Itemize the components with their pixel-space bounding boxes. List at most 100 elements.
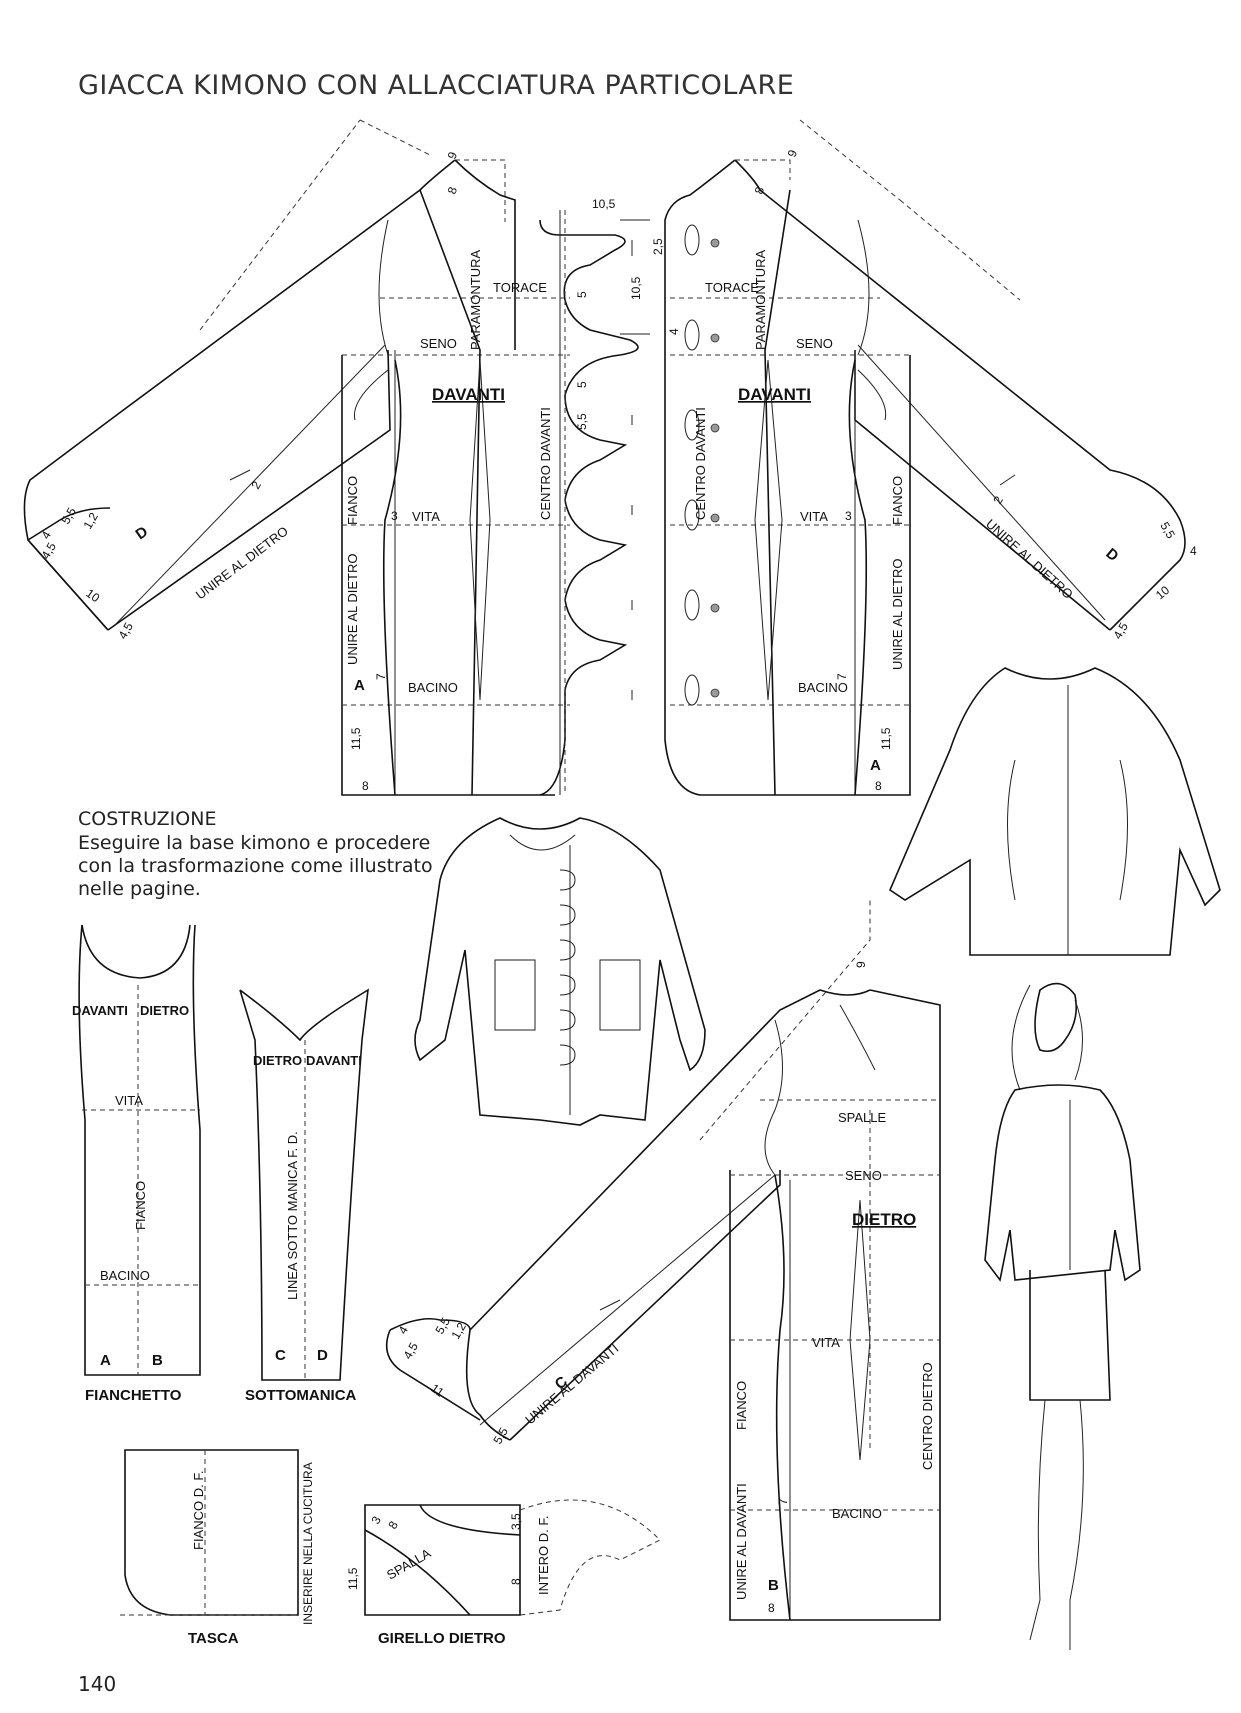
back-dietro: DIETRO [852, 1210, 916, 1229]
sottomanica-dietro: DIETRO [253, 1053, 302, 1068]
fr-s4: 4 [1190, 544, 1197, 558]
sottomanica-c: C [275, 1347, 286, 1364]
fr-torace: TORACE [705, 280, 759, 295]
fr-m9: 9 [785, 148, 801, 159]
girello-m3: 3 [368, 1513, 384, 1526]
fr-bacino: BACINO [798, 680, 848, 695]
sottomanica-davanti: DAVANTI [306, 1053, 362, 1068]
fianchetto-caption: FIANCHETTO [85, 1387, 182, 1404]
fr-davanti: DAVANTI [738, 385, 811, 404]
fl-m55: 5,5 [575, 413, 589, 430]
fianchetto-pattern [78, 924, 201, 1376]
girello-m8b: 8 [509, 1578, 523, 1585]
girello-m115: 11,5 [346, 1567, 360, 1590]
fr-m2: 2 [990, 493, 1006, 506]
back-s4: 4 [395, 1323, 411, 1336]
fl-s10: 10 [83, 586, 102, 605]
back-pattern [385, 900, 941, 1621]
fr-paramontura: PARAMONTURA [753, 250, 768, 350]
back-seno: SENO [845, 1168, 882, 1183]
fl-m5b: 5 [575, 381, 589, 388]
fr-s10: 10 [1153, 583, 1172, 603]
back-m9: 9 [854, 961, 868, 968]
front-left-pattern [23, 119, 650, 796]
tasca-pattern [120, 1449, 299, 1616]
back-unire-davanti: UNIRE AL DAVANTI [734, 1483, 749, 1600]
girello-m35: 3,5 [509, 1513, 523, 1530]
fr-m4: 4 [667, 328, 681, 335]
girello-pattern [364, 1499, 661, 1616]
girello-intero: INTERO D. F. [536, 1516, 551, 1595]
fl-m7: 7 [374, 673, 388, 680]
fl-paramontura: PARAMONTURA [468, 250, 483, 350]
fr-m115: 11,5 [879, 727, 893, 750]
jacket-back-illustration [889, 667, 1221, 956]
fr-vita: VITA [800, 509, 828, 524]
fl-vita: VITA [412, 509, 440, 524]
back-centro-dietro: CENTRO DIETRO [920, 1362, 935, 1470]
fl-seno: SENO [420, 336, 457, 351]
girello-m8: 8 [385, 1518, 401, 1531]
fianchetto-davanti: DAVANTI [72, 1003, 128, 1018]
fl-m3: 3 [391, 509, 398, 523]
fl-m105b: 10,5 [629, 276, 643, 300]
back-sleeve-join: UNIRE AL DAVANTI [522, 1341, 621, 1428]
fl-s4: 4 [38, 528, 54, 541]
back-m8: 8 [768, 1601, 775, 1615]
fl-m2: 2 [248, 478, 264, 491]
fl-sleeve-d: D [133, 523, 152, 543]
construction-heading: COSTRUZIONE [78, 808, 217, 830]
back-s55b: 5,5 [490, 1425, 511, 1447]
fr-m3: 3 [845, 509, 852, 523]
back-bacino: BACINO [832, 1506, 882, 1521]
sottomanica-caption: SOTTOMANICA [245, 1387, 357, 1404]
girello-caption: GIRELLO DIETRO [378, 1630, 506, 1647]
fianchetto-fianco: FIANCO [133, 1181, 148, 1230]
fianchetto-dietro: DIETRO [140, 1003, 189, 1018]
fl-m25: 2,5 [651, 238, 665, 255]
girello-spalla: SPALLA [384, 1545, 434, 1582]
tasca-inserire: INSERIRE NELLA CUCITURA [301, 1462, 315, 1625]
back-s45: 4,5 [400, 1340, 421, 1362]
fl-m8: 8 [445, 185, 461, 196]
back-spalle: SPALLE [838, 1110, 887, 1125]
back-fianco: FIANCO [734, 1381, 749, 1430]
back-letter-b: B [768, 1577, 779, 1594]
fl-davanti: DAVANTI [432, 385, 505, 404]
fr-m7: 7 [835, 673, 849, 680]
fr-m8b: 8 [875, 779, 882, 793]
construction-text: Eseguire la base kimono e procedere con … [78, 832, 433, 900]
fl-letter-a: A [354, 677, 365, 694]
jacket-front-illustration [414, 817, 706, 1126]
fl-fianco: FIANCO [345, 476, 360, 525]
fl-s45: 4,5 [38, 540, 59, 562]
fr-sleeve-d: D [1102, 545, 1121, 565]
fr-s45: 4,5 [1110, 620, 1131, 642]
sottomanica-linea: LINEA SOTTO MANICA F. D. [285, 1131, 300, 1300]
fl-m5a: 5 [575, 291, 589, 298]
tasca-fianco: FIANCO D. F. [191, 1471, 206, 1550]
fl-m8b: 8 [362, 779, 369, 793]
fr-seno: SENO [796, 336, 833, 351]
fashion-figure-illustration [984, 982, 1141, 1650]
tasca-caption: TASCA [188, 1630, 239, 1647]
fr-letter-a: A [870, 757, 881, 774]
fl-unire-dietro: UNIRE AL DIETRO [345, 554, 360, 665]
fl-m9: 9 [445, 150, 461, 161]
page-title: GIACCA KIMONO CON ALLACCIATURA PARTICOLA… [78, 70, 795, 101]
fr-unire-dietro: UNIRE AL DIETRO [890, 559, 905, 670]
fianchetto-bacino: BACINO [100, 1268, 150, 1283]
fl-s55: 5,5 [58, 505, 79, 527]
fl-torace: TORACE [493, 280, 547, 295]
fianchetto-vita: VITA [115, 1093, 143, 1108]
fr-s55: 5,5 [1157, 520, 1178, 542]
fr-centro-davanti: CENTRO DAVANTI [693, 407, 708, 520]
sottomanica-d: D [317, 1347, 328, 1364]
fl-m105a: 10,5 [592, 197, 616, 211]
back-m7: 7 [776, 1498, 790, 1505]
back-vita: VITA [812, 1335, 840, 1350]
fianchetto-b: B [152, 1352, 163, 1369]
fianchetto-a: A [100, 1352, 111, 1369]
